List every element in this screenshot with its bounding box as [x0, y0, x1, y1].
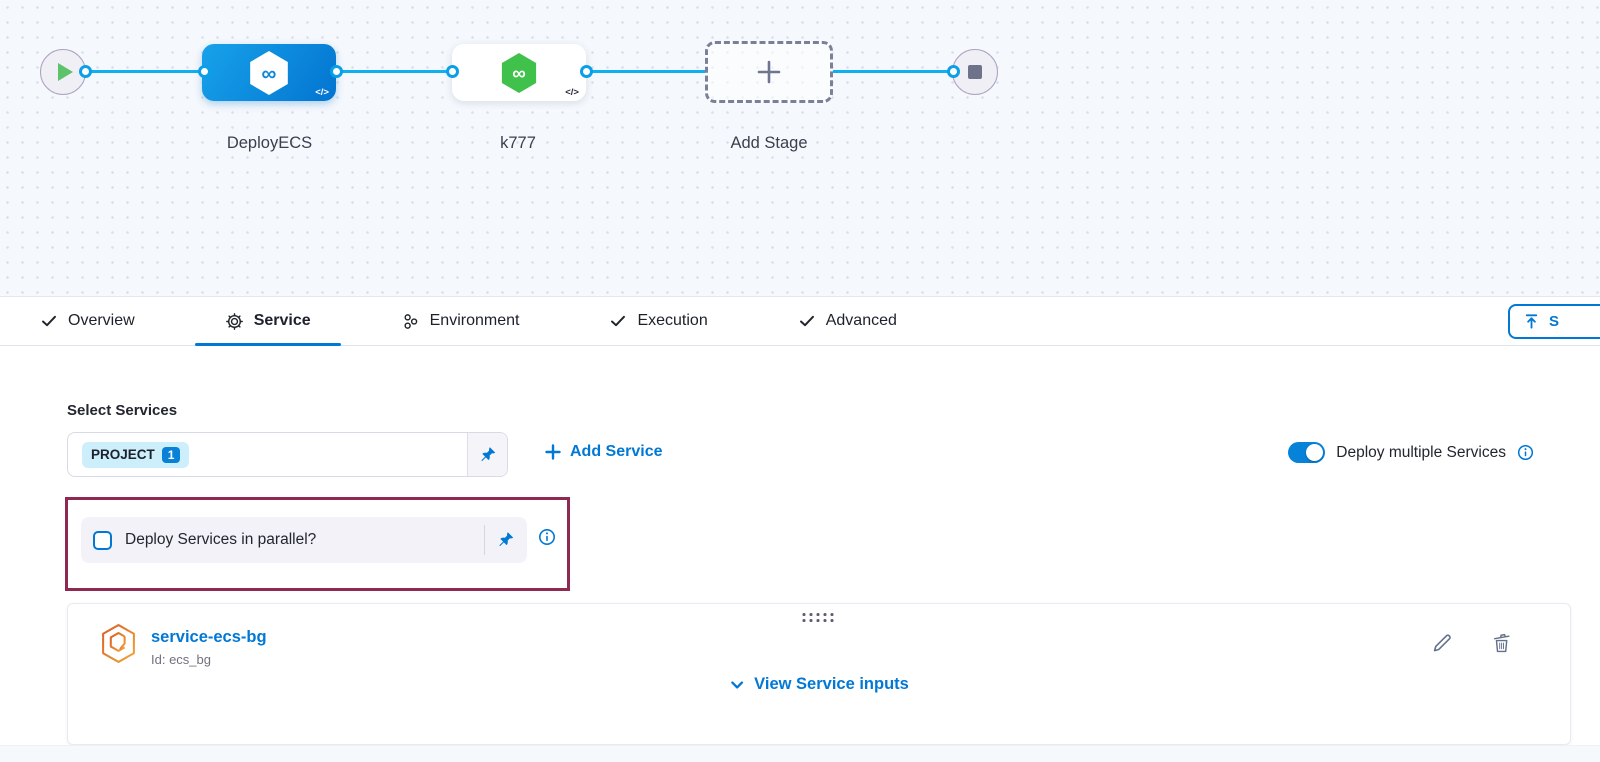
tab-environment[interactable]: Environment	[371, 297, 550, 345]
connector-port	[446, 65, 459, 78]
deploy-multiple-toggle-group: Deploy multiple Services	[1288, 442, 1534, 463]
stage-label-k777: k777	[500, 134, 536, 152]
deploy-multiple-label: Deploy multiple Services	[1336, 443, 1506, 461]
stage-label-deployecs: DeployECS	[226, 134, 313, 152]
upload-icon	[1525, 314, 1538, 329]
view-service-inputs-button[interactable]: View Service inputs	[729, 675, 909, 694]
plus-icon	[757, 60, 781, 84]
info-icon[interactable]	[538, 528, 556, 546]
page-bottom-strip	[0, 745, 1600, 762]
project-scope-chip[interactable]: PROJECT 1	[82, 441, 190, 468]
flow-line	[833, 70, 954, 73]
stage-node-k777[interactable]: ∞ </>	[452, 44, 586, 101]
tab-execution[interactable]: Execution	[579, 297, 737, 345]
annotation-highlight-box: Deploy Services in parallel?	[65, 497, 570, 591]
pin-button[interactable]	[467, 433, 507, 476]
drag-handle[interactable]	[802, 613, 836, 624]
pencil-icon	[1433, 633, 1451, 651]
connector-port	[947, 65, 960, 78]
code-view-icon[interactable]: </>	[315, 87, 329, 98]
flow-line	[86, 70, 204, 73]
pin-icon	[480, 446, 495, 461]
service-tab-panel: Select Services PROJECT 1 Add Service De…	[0, 346, 1600, 762]
connector-port	[198, 65, 211, 78]
pipeline-start-node	[40, 49, 86, 95]
toggle-knob	[1306, 444, 1324, 461]
flow-line	[586, 70, 706, 73]
select-services-label: Select Services	[67, 402, 178, 419]
stage-label-add-stage: Add Stage	[730, 134, 808, 152]
service-id-text: Id: ecs_bg	[151, 652, 211, 667]
connector-port	[580, 65, 593, 78]
info-icon[interactable]	[1517, 444, 1534, 461]
play-icon	[57, 63, 73, 81]
tab-advanced[interactable]: Advanced	[768, 297, 927, 345]
save-button[interactable]: S	[1508, 304, 1600, 339]
service-select-input[interactable]: PROJECT 1	[67, 432, 508, 477]
svg-text:∞: ∞	[262, 62, 277, 85]
delete-service-button[interactable]	[1486, 628, 1516, 658]
deploy-parallel-checkbox[interactable]	[93, 530, 112, 550]
code-view-icon[interactable]: </>	[565, 87, 579, 98]
flow-line	[336, 70, 453, 73]
service-card: service-ecs-bg Id: ecs_bg	[67, 603, 1571, 745]
plus-icon	[545, 444, 561, 460]
tab-service[interactable]: Service	[194, 297, 341, 346]
connector-port	[330, 65, 343, 78]
connector-port	[79, 65, 92, 78]
stage-config-tabbar: Overview Service Environment	[0, 297, 1600, 346]
harness-ci-icon: ∞	[501, 52, 537, 93]
tab-overview[interactable]: Overview	[40, 297, 165, 345]
pin-icon	[499, 532, 514, 547]
stage-node-deployecs[interactable]: ∞ </>	[202, 44, 336, 101]
pin-button[interactable]	[484, 525, 527, 555]
deploy-parallel-label: Deploy Services in parallel?	[125, 531, 317, 548]
harness-cd-icon: ∞	[250, 50, 288, 95]
deploy-parallel-field: Deploy Services in parallel?	[81, 517, 527, 563]
edit-service-button[interactable]	[1426, 628, 1456, 658]
add-stage-button[interactable]	[705, 41, 833, 103]
trash-icon	[1493, 633, 1510, 652]
check-icon	[42, 315, 56, 327]
environment-icon	[404, 313, 417, 329]
service-hexagon-icon	[102, 624, 135, 663]
deploy-multiple-toggle[interactable]	[1288, 442, 1326, 463]
chevron-down-icon	[731, 680, 744, 689]
check-icon	[611, 315, 626, 327]
pipeline-canvas[interactable]: ∞ </> ∞ </> DeployECS k777 Add Stage	[0, 0, 1600, 297]
check-icon	[799, 315, 814, 327]
chip-count-badge: 1	[161, 446, 181, 463]
service-name-link[interactable]: service-ecs-bg	[151, 628, 267, 646]
stop-icon	[968, 65, 982, 79]
add-service-button[interactable]: Add Service	[545, 443, 662, 461]
gear-icon	[225, 312, 243, 330]
svg-text:∞: ∞	[512, 63, 526, 84]
